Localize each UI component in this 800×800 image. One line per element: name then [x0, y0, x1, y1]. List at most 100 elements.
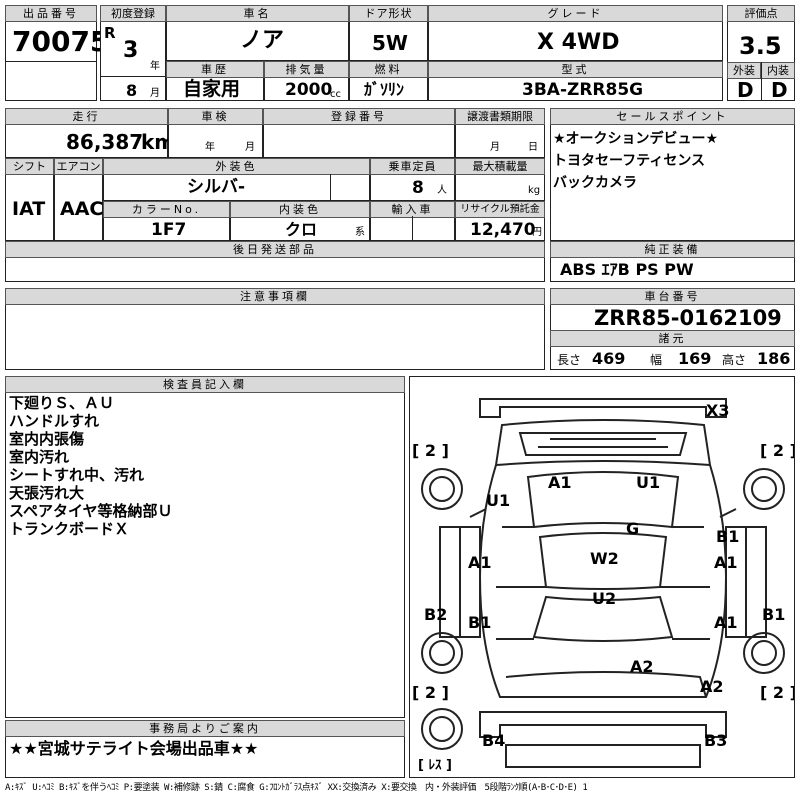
door-label: ドア形状	[349, 5, 428, 22]
grade-value: X 4WD	[537, 30, 620, 55]
damage-mark: B2	[424, 605, 448, 624]
model-value: 3BA-ZRR85G	[522, 80, 644, 100]
later-parts-label: 後日発送部品	[5, 241, 545, 258]
damage-mark: B3	[704, 731, 728, 750]
sales-item: ★オークションデビュー★	[553, 131, 719, 147]
equipment-label: 純正装備	[550, 241, 795, 258]
shift-value: IAT	[12, 198, 46, 220]
exterior-label: 外装	[727, 62, 761, 79]
color-no-value: 1F7	[151, 220, 187, 240]
height-label: 高さ	[722, 353, 747, 367]
ac-label: エアコン	[54, 158, 103, 175]
inspector-line: 室内内張傷	[9, 430, 85, 448]
damage-mark: A2	[700, 677, 724, 696]
first-reg-month-unit: 月	[150, 88, 160, 99]
inspection-label: 車検	[168, 108, 263, 125]
inspector-box	[5, 376, 405, 718]
car-outline-icon	[421, 398, 785, 768]
damage-mark: [ ﾚｽ ]	[418, 758, 452, 773]
damage-mark: B1	[468, 613, 492, 632]
first-reg-label: 初度登録	[100, 5, 166, 22]
damage-mark: [ 2 ]	[760, 683, 795, 702]
fuel-value: ｶﾞｿﾘﾝ	[364, 80, 405, 99]
width-value: 169	[678, 349, 712, 368]
lot-label: 出品番号	[5, 5, 97, 22]
inspector-line: トランクボードＸ	[9, 520, 130, 538]
recycle-label: リサイクル預託金	[455, 201, 545, 218]
sales-item: バックカメラ	[553, 175, 637, 191]
car-diagram: X3 [ 2 ] [ 2 ] A1 U1 U1 G B1 A1 W2 A1 U2…	[409, 376, 795, 778]
inspector-line: ハンドルすれ	[9, 412, 100, 430]
damage-mark: A2	[630, 657, 654, 676]
damage-mark: X3	[706, 401, 730, 420]
damage-mark: W2	[590, 549, 619, 568]
recycle-value: 12,470	[470, 220, 536, 240]
transfer-month-unit: 月	[490, 142, 500, 153]
sales-label: セールスポイント	[550, 108, 795, 125]
door-value: 5W	[372, 31, 408, 55]
inspector-line: スペアタイヤ等格納部Ｕ	[9, 502, 173, 520]
first-reg-month: 8	[126, 81, 138, 100]
ac-value: AAC	[60, 198, 104, 220]
first-reg-era: R	[104, 24, 116, 42]
exterior-score: D	[737, 78, 754, 102]
interior-score: D	[771, 78, 788, 102]
transfer-label: 譲渡書類期限	[455, 108, 545, 125]
width-label: 幅	[650, 353, 663, 367]
model-label: 型式	[428, 61, 723, 78]
lot-number: 70075	[12, 25, 110, 58]
inspector-line: シートすれ中、汚れ	[9, 466, 145, 484]
car-name: ノア	[240, 28, 285, 53]
damage-mark: A1	[468, 553, 492, 572]
reg-no-label: 登録番号	[263, 108, 455, 125]
inspector-label: 検査員記入欄	[5, 376, 405, 393]
damage-mark: B4	[482, 731, 506, 750]
notes-label: 注意事項欄	[5, 288, 545, 305]
damage-mark: A1	[714, 613, 738, 632]
damage-mark: U1	[636, 473, 661, 492]
interior-color-unit: 系	[355, 227, 365, 238]
capacity-label: 乗車定員	[370, 158, 455, 175]
first-reg-year: 3	[123, 38, 139, 63]
specs-label: 諸元	[550, 330, 795, 347]
color-label: 外装色	[103, 158, 370, 175]
inspector-line: 天張汚れ大	[9, 484, 85, 502]
displacement-value: 2000	[285, 80, 333, 100]
damage-mark: [ 2 ]	[760, 441, 795, 460]
mileage-value: 86,387	[66, 130, 144, 154]
load-unit: kg	[528, 185, 541, 196]
capacity-value: 8	[412, 178, 424, 198]
damage-mark: G	[626, 519, 640, 538]
damage-mark: A1	[548, 473, 572, 492]
capacity-unit: 人	[437, 185, 447, 196]
load-label: 最大積載量	[455, 158, 545, 175]
color-value: シルバ-	[187, 177, 246, 197]
first-reg-year-unit: 年	[150, 61, 160, 72]
height-value: 186	[757, 349, 791, 368]
equipment-value: ABS ｴｱB PS PW	[560, 260, 694, 279]
legend: A:ｷｽﾞ U:ﾍｺﾐ B:ｷｽﾞを伴うﾍｺﾐ P:要塗装 W:補修跡 S:錆 …	[5, 783, 588, 793]
interior-color-value: クロ	[285, 220, 318, 239]
car-name-label: 車名	[166, 5, 349, 22]
inspector-line: 下廻りＳ、ＡＵ	[9, 394, 115, 412]
inspector-line: 室内汚れ	[9, 448, 70, 466]
damage-mark: B1	[762, 605, 786, 624]
shift-label: シフト	[5, 158, 54, 175]
office-label: 事務局よりご案内	[5, 720, 405, 737]
chassis-label: 車台番号	[550, 288, 795, 305]
color-no-label: カラーNo.	[103, 201, 230, 218]
displacement-unit: cc	[330, 89, 341, 100]
grade-label: グレード	[428, 5, 723, 22]
inspection-year-unit: 年	[205, 142, 215, 153]
transfer-day-unit: 日	[528, 142, 538, 153]
sales-item: トヨタセーフティセンス	[553, 153, 706, 169]
damage-mark: A1	[714, 553, 738, 572]
damage-mark: U1	[486, 491, 511, 510]
damage-mark: B1	[716, 527, 740, 546]
mileage-label: 走行	[5, 108, 168, 125]
damage-mark: U2	[592, 589, 617, 608]
history-label: 車歴	[166, 61, 264, 78]
length-label: 長さ	[557, 353, 582, 367]
chassis-number: ZRR85-0162109	[594, 306, 782, 330]
mileage-unit: km	[141, 130, 176, 154]
